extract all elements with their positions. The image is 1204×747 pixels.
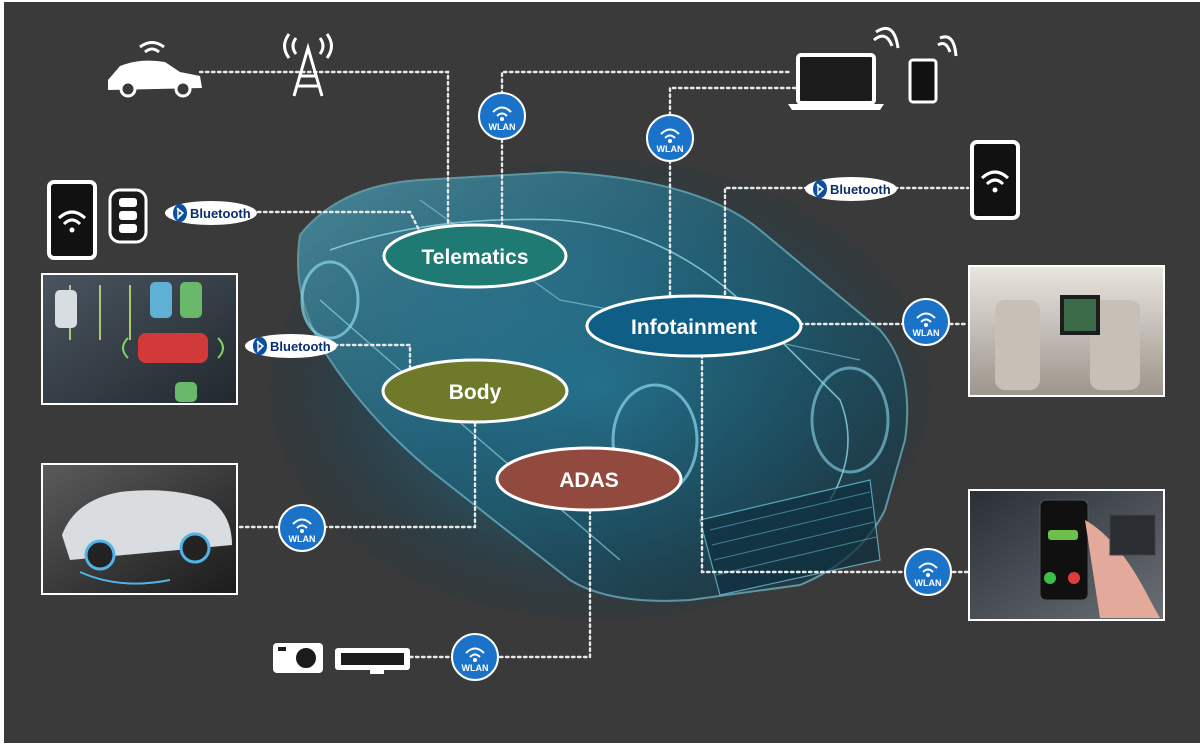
wlan-badge: WLAN <box>278 504 326 552</box>
dashcam-icon <box>335 648 410 674</box>
wlan-label: WLAN <box>913 328 940 338</box>
laptop-wireless-icon <box>788 27 900 110</box>
camera-icon <box>273 643 323 673</box>
wlan-label: WLAN <box>915 578 942 588</box>
bluetooth-label: Bluetooth <box>270 339 331 354</box>
bluetooth-badge: Bluetooth <box>245 334 337 358</box>
tablet-wireless-icon <box>908 35 958 104</box>
bluetooth-label: Bluetooth <box>830 182 891 197</box>
car-wireless-icon <box>108 41 202 98</box>
wlan-badge: WLAN <box>902 298 950 346</box>
bluetooth-badge: Bluetooth <box>805 177 897 201</box>
smartphone-wifi-icon <box>47 180 97 260</box>
body-node: Body <box>381 358 569 424</box>
smartphone-wifi-icon <box>970 140 1020 220</box>
bluetooth-badge: Bluetooth <box>165 201 257 225</box>
wlan-badge: WLAN <box>904 548 952 596</box>
infotainment-node: Infotainment <box>585 294 803 358</box>
key-fob-icon <box>108 188 148 244</box>
xray-car-illustration <box>270 160 930 620</box>
wlan-label: WLAN <box>489 122 516 132</box>
wlan-badge: WLAN <box>646 114 694 162</box>
parking-assist-image <box>41 273 238 405</box>
adas-label: ADAS <box>559 469 619 492</box>
telematics-label: Telematics <box>422 246 529 269</box>
infotainment-label: Infotainment <box>631 316 757 339</box>
cell-tower-icon <box>283 33 333 97</box>
bluetooth-label: Bluetooth <box>190 206 251 221</box>
wlan-badge: WLAN <box>451 633 499 681</box>
wlan-badge: WLAN <box>478 92 526 140</box>
wlan-label: WLAN <box>289 534 316 544</box>
telematics-node: Telematics <box>382 223 568 289</box>
phone-charging-app-image <box>968 489 1165 621</box>
wlan-label: WLAN <box>462 663 489 673</box>
body-label: Body <box>449 381 502 404</box>
adas-node: ADAS <box>495 446 683 512</box>
wlan-label: WLAN <box>657 144 684 154</box>
ev-wireless-charging-image <box>41 463 238 595</box>
rear-seat-display-image <box>968 265 1165 397</box>
